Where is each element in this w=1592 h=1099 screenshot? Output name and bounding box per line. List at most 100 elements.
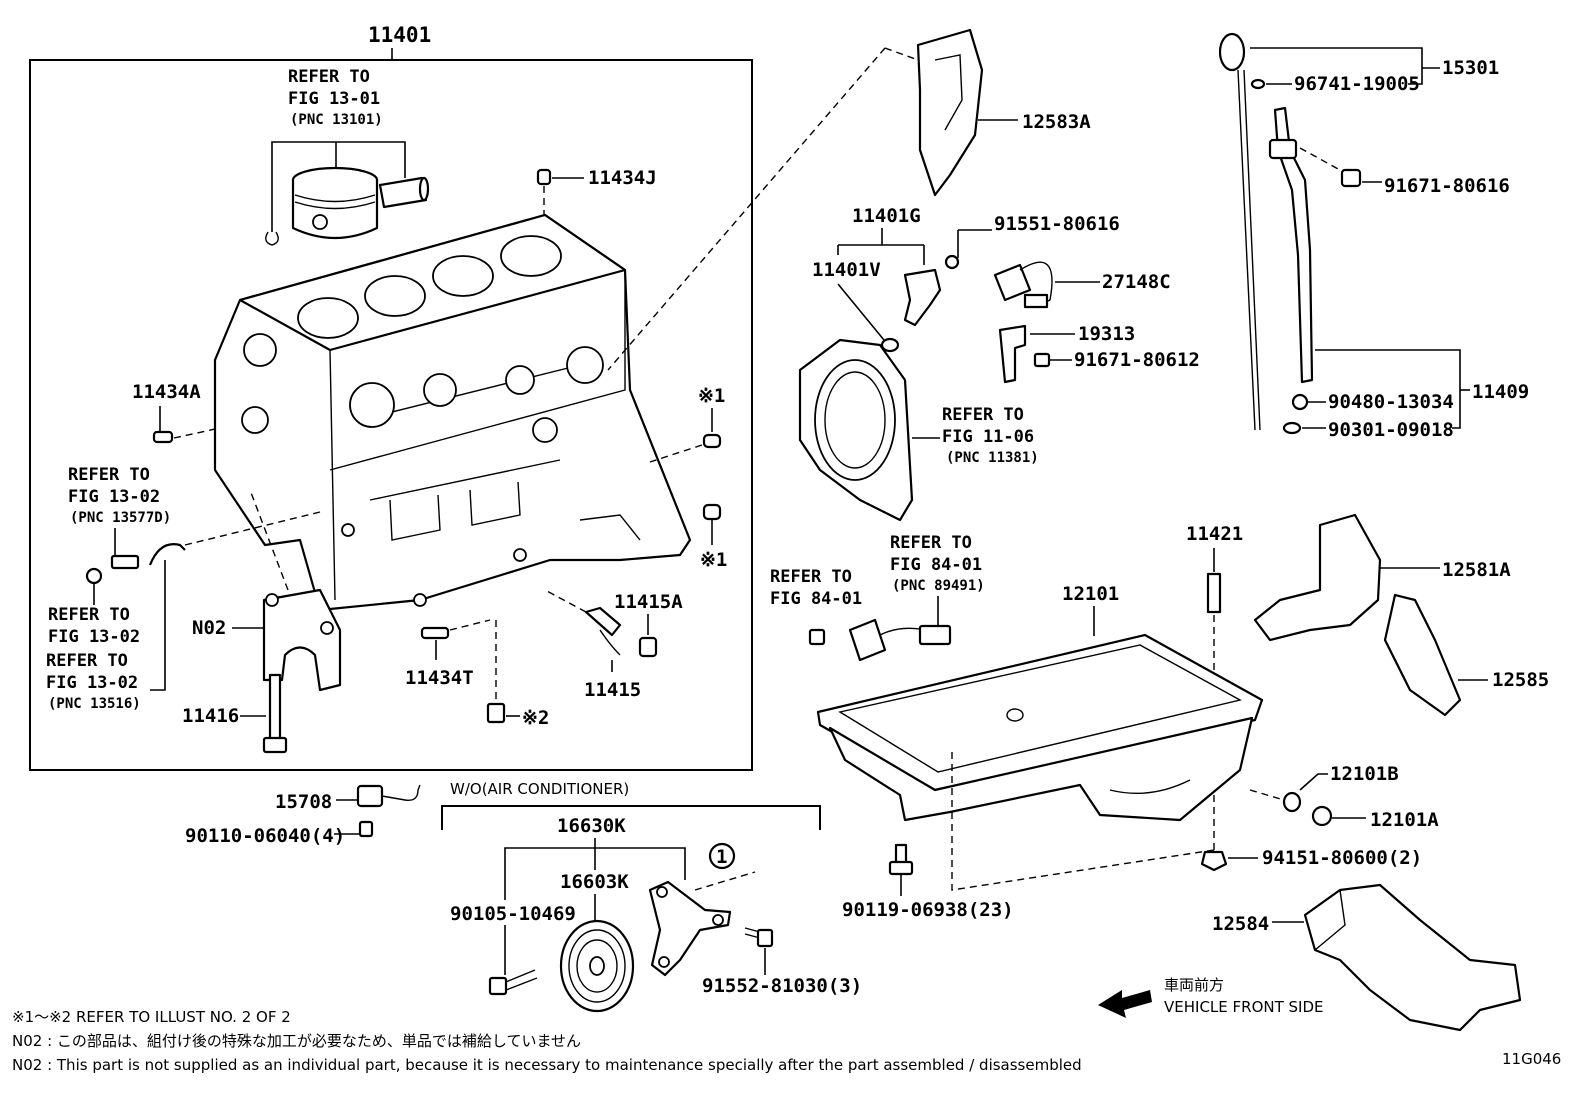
cover-12584 <box>1303 883 1522 1032</box>
label-16603K[interactable]: 16603K <box>560 871 629 893</box>
ref-fig-13-02-13516[interactable]: REFER TO FIG 13-02 (PNC 13516) <box>46 651 141 712</box>
label-12101B[interactable]: 12101B <box>1330 763 1399 785</box>
label-11401G[interactable]: 11401G <box>852 205 921 227</box>
label-12581A[interactable]: 12581A <box>1442 559 1511 581</box>
note-2: N02 : この部品は、組付け後の特殊な加工が必要なため、単品では補給していませ… <box>12 1032 581 1050</box>
pulley-16603K <box>559 919 635 1013</box>
label-96741-19005[interactable]: 96741-19005 <box>1294 73 1420 95</box>
label-15301[interactable]: 15301 <box>1442 57 1499 79</box>
svg-text:(PNC 13577D): (PNC 13577D) <box>70 510 171 526</box>
svg-text:FIG 11-06: FIG 11-06 <box>942 427 1034 447</box>
block-frame <box>29 59 753 771</box>
harness-27148C <box>993 261 1053 309</box>
svg-text:(PNC 11381): (PNC 11381) <box>946 450 1039 466</box>
label-12101A[interactable]: 12101A <box>1370 809 1439 831</box>
ref-fig-13-01[interactable]: REFER TO FIG 13-01 (PNC 13101) <box>288 67 383 128</box>
circle-ref-1-text: 1 <box>716 846 727 868</box>
mark-2: ※2 <box>522 707 549 729</box>
label-12584[interactable]: 12584 <box>1212 913 1269 935</box>
ref-fig-11-06[interactable]: REFER TO FIG 11-06 (PNC 11381) <box>942 405 1039 466</box>
mark-1-lower: ※1 <box>700 549 727 571</box>
label-12585[interactable]: 12585 <box>1492 669 1549 691</box>
svg-text:FIG 13-01: FIG 13-01 <box>288 89 380 109</box>
label-91671-80616[interactable]: 91671-80616 <box>1384 175 1510 197</box>
label-11415[interactable]: 11415 <box>584 679 641 701</box>
bracket-19313 <box>998 324 1027 384</box>
svg-text:FIG 84-01: FIG 84-01 <box>890 555 982 575</box>
bolt-11416 <box>262 673 288 754</box>
notes: ※1～※2 REFER TO ILLUST NO. 2 OF 2 N02 : こ… <box>12 1008 1082 1074</box>
svg-text:FIG 13-02: FIG 13-02 <box>48 627 140 647</box>
svg-text:(PNC 13101): (PNC 13101) <box>290 112 383 128</box>
sensor-11401G <box>880 268 942 353</box>
svg-text:VEHICLE FRONT SIDE: VEHICLE FRONT SIDE <box>1164 998 1324 1016</box>
svg-text:(PNC 89491): (PNC 89491) <box>892 578 985 594</box>
oil-level-sensor <box>848 618 952 662</box>
label-11416[interactable]: 11416 <box>182 705 239 727</box>
oil-seal-retainer <box>798 338 914 522</box>
label-90301-09018[interactable]: 90301-09018 <box>1328 419 1454 441</box>
label-11434J[interactable]: 11434J <box>588 167 657 189</box>
note-3: N02 : This part is not supplied as an in… <box>12 1056 1082 1074</box>
svg-text:REFER TO: REFER TO <box>48 605 130 625</box>
label-11434T[interactable]: 11434T <box>405 667 474 689</box>
svg-text:FIG 13-02: FIG 13-02 <box>46 673 138 693</box>
svg-text:FIG 13-02: FIG 13-02 <box>68 487 160 507</box>
oil-pan-12101 <box>816 633 1264 822</box>
insulator-12583A <box>916 28 984 197</box>
svg-text:REFER TO: REFER TO <box>46 651 128 671</box>
piston-illustration <box>265 166 430 246</box>
ref-fig-13-02-13577D[interactable]: REFER TO FIG 13-02 (PNC 13577D) <box>68 465 171 526</box>
section-woac: W/O(AIR CONDITIONER) <box>450 780 629 798</box>
bearing-cap-illustration <box>262 588 342 692</box>
idler-bracket <box>648 880 732 977</box>
ref-fig-84-01-89491[interactable]: REFER TO FIG 84-01 (PNC 89491) <box>890 533 985 594</box>
label-94151-80600[interactable]: 94151-80600(2) <box>1262 847 1422 869</box>
svg-text:REFER TO: REFER TO <box>288 67 370 87</box>
label-91551-80616[interactable]: 91551-80616 <box>994 213 1120 235</box>
label-27148C[interactable]: 27148C <box>1102 271 1171 293</box>
svg-text:REFER TO: REFER TO <box>890 533 972 553</box>
cover-12585 <box>1383 593 1462 717</box>
label-16630K[interactable]: 16630K <box>557 815 626 837</box>
mark-1-upper: ※1 <box>698 385 725 407</box>
label-11401V[interactable]: 11401V <box>812 259 881 281</box>
label-11415A[interactable]: 11415A <box>614 591 683 613</box>
vehicle-front-direction: 車両前方 VEHICLE FRONT SIDE <box>1098 976 1324 1018</box>
label-91671-80612[interactable]: 91671-80612 <box>1074 349 1200 371</box>
dipstick-15301 <box>1218 32 1261 431</box>
svg-text:REFER TO: REFER TO <box>770 567 852 587</box>
note-1: ※1～※2 REFER TO ILLUST NO. 2 OF 2 <box>12 1008 291 1026</box>
label-90119-06938[interactable]: 90119-06938(23) <box>842 899 1014 921</box>
label-91552-81030[interactable]: 91552-81030(3) <box>702 975 862 997</box>
svg-text:(PNC 13516): (PNC 13516) <box>48 696 141 712</box>
cover-12581A <box>1253 513 1382 642</box>
oil-jet-illustration <box>584 606 658 658</box>
label-12583A[interactable]: 12583A <box>1022 111 1091 133</box>
svg-text:車両前方: 車両前方 <box>1164 976 1224 994</box>
ref-fig-13-02[interactable]: REFER TO FIG 13-02 <box>48 605 140 647</box>
cylinder-block-group: 11401 REFER TO FIG 13-01 (PNC 13101) 114… <box>29 23 753 771</box>
ref-fig-84-01[interactable]: REFER TO FIG 84-01 <box>770 567 862 609</box>
label-19313[interactable]: 19313 <box>1078 323 1135 345</box>
label-90105-10469[interactable]: 90105-10469 <box>450 903 576 925</box>
label-90480-13034[interactable]: 90480-13034 <box>1328 391 1454 413</box>
label-N02[interactable]: N02 <box>192 617 226 639</box>
label-11409[interactable]: 11409 <box>1472 381 1529 403</box>
label-11434A[interactable]: 11434A <box>132 381 201 403</box>
bolt-90105 <box>488 969 538 996</box>
cylinder-block-illustration <box>213 213 692 612</box>
illust-id: 11G046 <box>1502 1050 1561 1068</box>
label-11421[interactable]: 11421 <box>1186 523 1243 545</box>
label-15708[interactable]: 15708 <box>275 791 332 813</box>
bolt-91552 <box>744 927 774 948</box>
circle-ref-1 <box>708 842 736 870</box>
svg-text:REFER TO: REFER TO <box>942 405 1024 425</box>
label-12101[interactable]: 12101 <box>1062 583 1119 605</box>
label-11401[interactable]: 11401 <box>368 23 431 47</box>
oil-pressure-switch-15708 <box>356 784 421 808</box>
svg-text:FIG 84-01: FIG 84-01 <box>770 589 862 609</box>
label-90110-06040[interactable]: 90110-06040(4) <box>185 825 345 847</box>
svg-text:REFER TO: REFER TO <box>68 465 150 485</box>
